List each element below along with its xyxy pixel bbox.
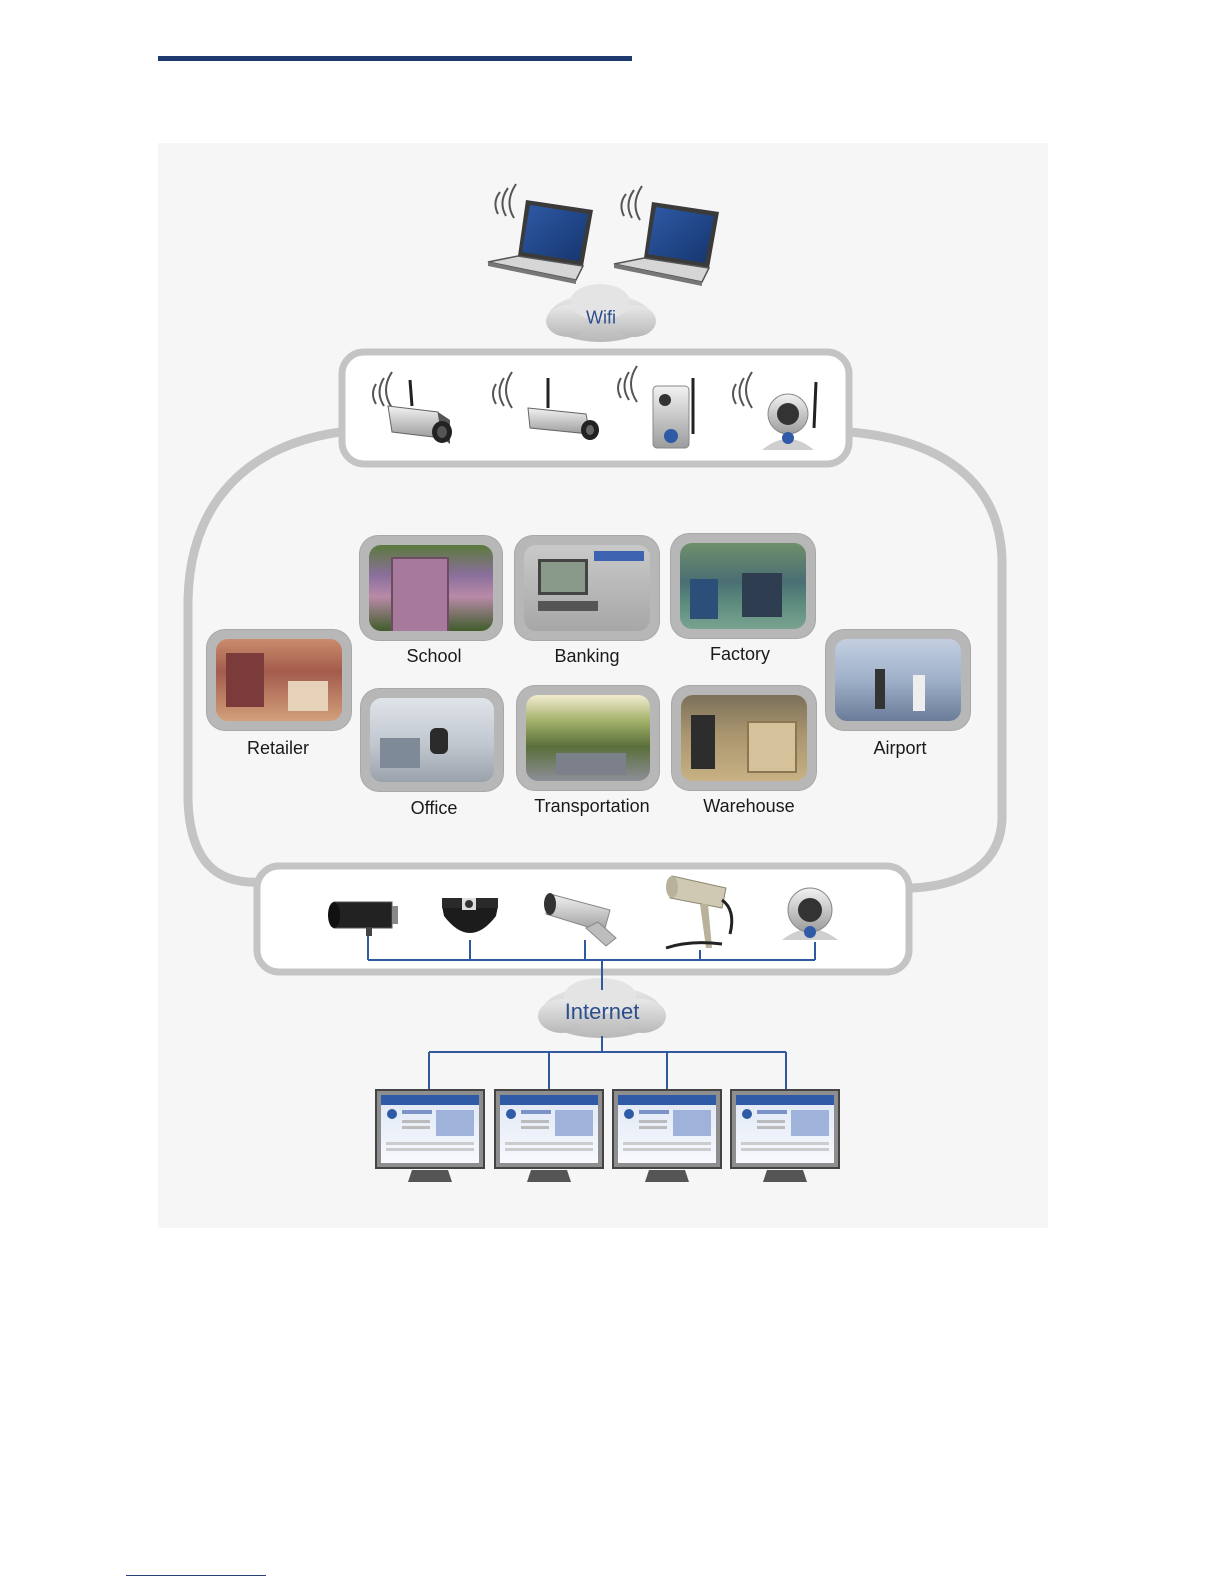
wifi-cloud-label: Wifi: [586, 308, 616, 329]
banking-photo: [515, 536, 659, 640]
office-photo: [361, 689, 503, 791]
warehouse-label: Warehouse: [703, 796, 794, 817]
airport-photo: [826, 630, 970, 730]
office-label: Office: [411, 798, 458, 819]
monitor-icon: [495, 1090, 603, 1182]
footnote-rule: [126, 1575, 266, 1576]
school-photo: [360, 536, 502, 640]
factory-photo: [671, 534, 815, 638]
retailer-photo: [207, 630, 351, 730]
factory-label: Factory: [710, 644, 770, 665]
monitor-icon: [731, 1090, 839, 1182]
laptop-icon: [488, 184, 593, 284]
monitor-icon: [613, 1090, 721, 1182]
retailer-label: Retailer: [247, 738, 309, 759]
airport-label: Airport: [873, 738, 926, 759]
banking-label: Banking: [554, 646, 619, 667]
transportation-label: Transportation: [534, 796, 649, 817]
monitor-icon: [376, 1090, 484, 1182]
transportation-photo: [517, 686, 659, 790]
laptop-icon: [614, 186, 719, 286]
warehouse-photo: [672, 686, 816, 790]
school-label: School: [406, 646, 461, 667]
internet-cloud-label: Internet: [565, 999, 640, 1025]
monitor-tree-lines: [429, 1036, 786, 1092]
